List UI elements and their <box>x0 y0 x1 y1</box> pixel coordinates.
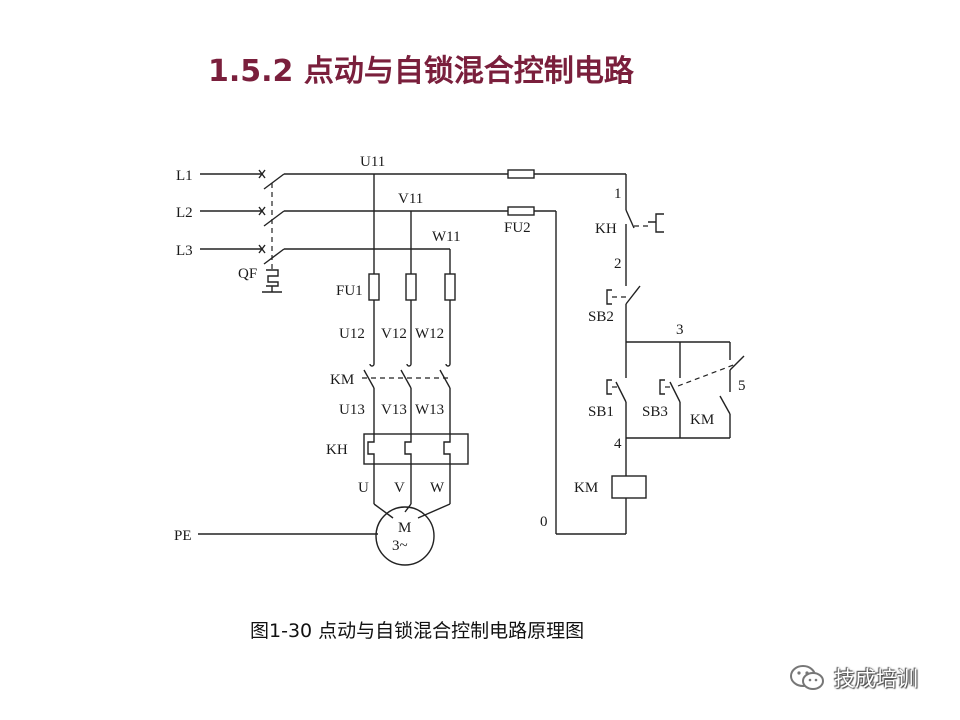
label-w11: W11 <box>432 229 461 245</box>
label-km-aux: KM <box>690 412 714 428</box>
label-qf: QF <box>238 266 257 282</box>
diagram-labels: L1 L2 L3 QF PE U11 V11 W11 FU2 FU1 U12 V… <box>174 154 746 554</box>
label-km-main: KM <box>330 372 354 388</box>
label-u13: U13 <box>339 402 365 418</box>
wechat-icon <box>790 665 824 690</box>
label-sb1: SB1 <box>588 404 614 420</box>
label-node-2: 2 <box>614 256 622 272</box>
fu2-fuses <box>507 169 535 216</box>
label-u: U <box>358 480 369 496</box>
label-w12: W12 <box>415 326 444 342</box>
fu1-fuses <box>368 273 456 360</box>
label-pe: PE <box>174 528 192 544</box>
control-circuit <box>606 209 745 534</box>
label-l3: L3 <box>176 243 193 259</box>
qf-breaker <box>258 169 285 293</box>
label-km-coil: KM <box>574 480 598 496</box>
label-v: V <box>394 480 405 496</box>
label-v13: V13 <box>381 402 407 418</box>
label-u11: U11 <box>360 154 385 170</box>
power-lines <box>198 173 378 535</box>
motor-label-phase: 3~ <box>392 538 408 554</box>
label-node-5: 5 <box>738 378 746 394</box>
label-fu1: FU1 <box>336 283 363 299</box>
label-u12: U12 <box>339 326 365 342</box>
watermark: 技成培训 <box>788 660 918 696</box>
label-fu2: FU2 <box>504 220 531 236</box>
label-v11: V11 <box>398 191 423 207</box>
km-main-contacts <box>362 360 452 434</box>
label-sb2: SB2 <box>588 309 614 325</box>
label-node-3: 3 <box>676 322 684 338</box>
figure-caption: 图1-30 点动与自锁混合控制电路原理图 <box>250 620 585 642</box>
label-kh-ctrl: KH <box>595 221 617 237</box>
label-v12: V12 <box>381 326 407 342</box>
motor <box>375 506 435 566</box>
kh-thermal-relay <box>363 433 469 519</box>
label-l1: L1 <box>176 168 193 184</box>
bus-wires <box>284 173 627 535</box>
label-w13: W13 <box>415 402 444 418</box>
watermark-text: 技成培训 <box>834 667 918 691</box>
label-node-0: 0 <box>540 514 548 530</box>
label-kh-main: KH <box>326 442 348 458</box>
slide-title: 1.5.2 点动与自锁混合控制电路 <box>208 54 634 89</box>
label-l2: L2 <box>176 205 193 221</box>
label-sb3: SB3 <box>642 404 668 420</box>
label-w: W <box>430 480 445 496</box>
label-node-1: 1 <box>614 186 622 202</box>
motor-label-m: M <box>398 520 411 536</box>
label-node-4: 4 <box>614 436 622 452</box>
